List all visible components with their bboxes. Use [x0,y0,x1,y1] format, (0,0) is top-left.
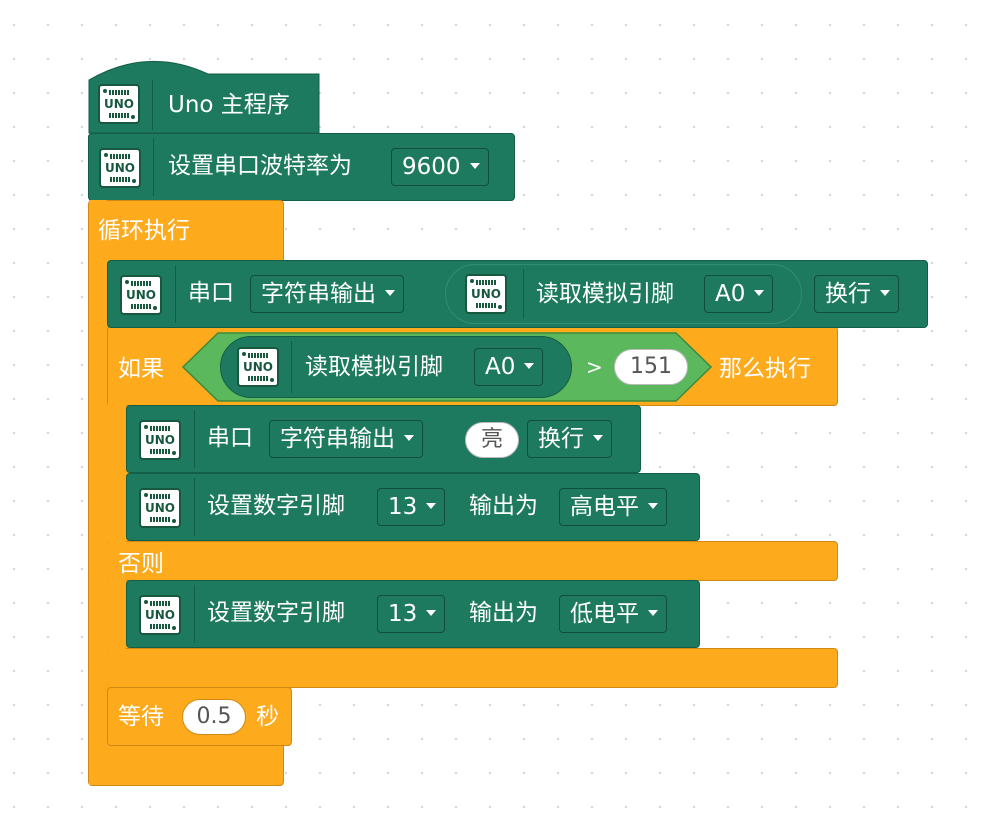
digital-pin-dropdown[interactable]: 13 [377,595,446,633]
uno-board-icon: UNO [99,148,141,188]
hat-block-uno-main[interactable]: UNO Uno 主程序 [88,56,320,134]
serial-print-block-text[interactable]: UNO 串口 字符串输出 亮 换行 [126,405,641,473]
digital-write-low-block[interactable]: UNO 设置数字引脚 13 输出为 低电平 [126,580,700,648]
chevron-down-icon [426,502,437,509]
baud-rate-dropdown[interactable]: 9600 [391,148,489,186]
serial-label: 串口 [188,280,234,306]
uno-board-icon: UNO [139,595,181,635]
digital-pin-dropdown[interactable]: 13 [377,488,446,526]
if-bottom-bar [107,648,838,688]
chevron-down-icon [385,289,395,296]
chevron-down-icon [648,502,658,509]
analog-pin-dropdown[interactable]: A0 [704,275,774,313]
read-analog-label: 读取模拟引脚 [536,281,674,307]
comparison-block[interactable]: UNO 读取模拟引脚 A0 > 151 [182,332,712,402]
serial-mode-dropdown[interactable]: 字符串输出 [269,420,423,458]
chevron-down-icon [404,434,414,441]
level-dropdown[interactable]: 低电平 [559,595,667,633]
chevron-down-icon [880,289,890,296]
else-bar [107,541,838,581]
uno-board-icon: UNO [465,274,507,314]
else-label: 否则 [118,551,164,577]
chevron-down-icon [754,289,765,296]
wait-block[interactable]: 等待 0.5 秒 [107,687,292,746]
then-label: 那么执行 [719,356,811,382]
level-dropdown[interactable]: 高电平 [559,488,667,526]
serial-label: 串口 [207,425,253,451]
text-input[interactable]: 亮 [465,422,519,458]
digital-write-high-block[interactable]: UNO 设置数字引脚 13 输出为 高电平 [126,473,700,541]
serial-print-block-analog[interactable]: UNO 串口 字符串输出 UNO 读取模拟引脚 A0 换行 [107,260,928,328]
wait-unit-label: 秒 [256,704,279,730]
uno-board-icon: UNO [120,275,162,315]
wait-label: 等待 [118,704,164,730]
read-analog-reporter[interactable]: UNO 读取模拟引脚 A0 [445,264,802,324]
loop-label: 循环执行 [98,218,190,244]
chevron-down-icon [426,609,437,616]
chevron-down-icon [593,434,603,441]
chevron-down-icon [648,609,658,616]
serial-mode-dropdown[interactable]: 字符串输出 [250,275,404,313]
comparison-operator: > [586,355,603,379]
analog-pin-dropdown[interactable]: A0 [474,348,544,386]
newline-dropdown[interactable]: 换行 [527,420,612,458]
read-analog-label: 读取模拟引脚 [305,354,443,380]
chevron-down-icon [524,362,535,369]
threshold-input[interactable]: 151 [614,349,688,385]
uno-board-icon: UNO [139,488,181,528]
digital-write-label: 设置数字引脚 [207,493,345,519]
digital-write-label: 设置数字引脚 [207,600,345,626]
chevron-down-icon [469,162,480,169]
serial-baud-block[interactable]: UNO 设置串口波特率为 9600 [88,133,515,201]
wait-seconds-input[interactable]: 0.5 [182,699,246,735]
read-analog-reporter[interactable]: UNO 读取模拟引脚 A0 [220,336,572,398]
uno-board-icon: UNO [139,420,181,460]
hat-title: Uno 主程序 [168,92,290,118]
uno-board-icon: UNO [237,347,279,387]
uno-board-icon: UNO [98,84,140,124]
serial-baud-label: 设置串口波特率为 [168,153,352,179]
hat-cap-shape [88,60,320,134]
if-label: 如果 [118,356,164,382]
output-label: 输出为 [469,493,538,519]
newline-dropdown[interactable]: 换行 [814,275,899,313]
output-label: 输出为 [469,600,538,626]
